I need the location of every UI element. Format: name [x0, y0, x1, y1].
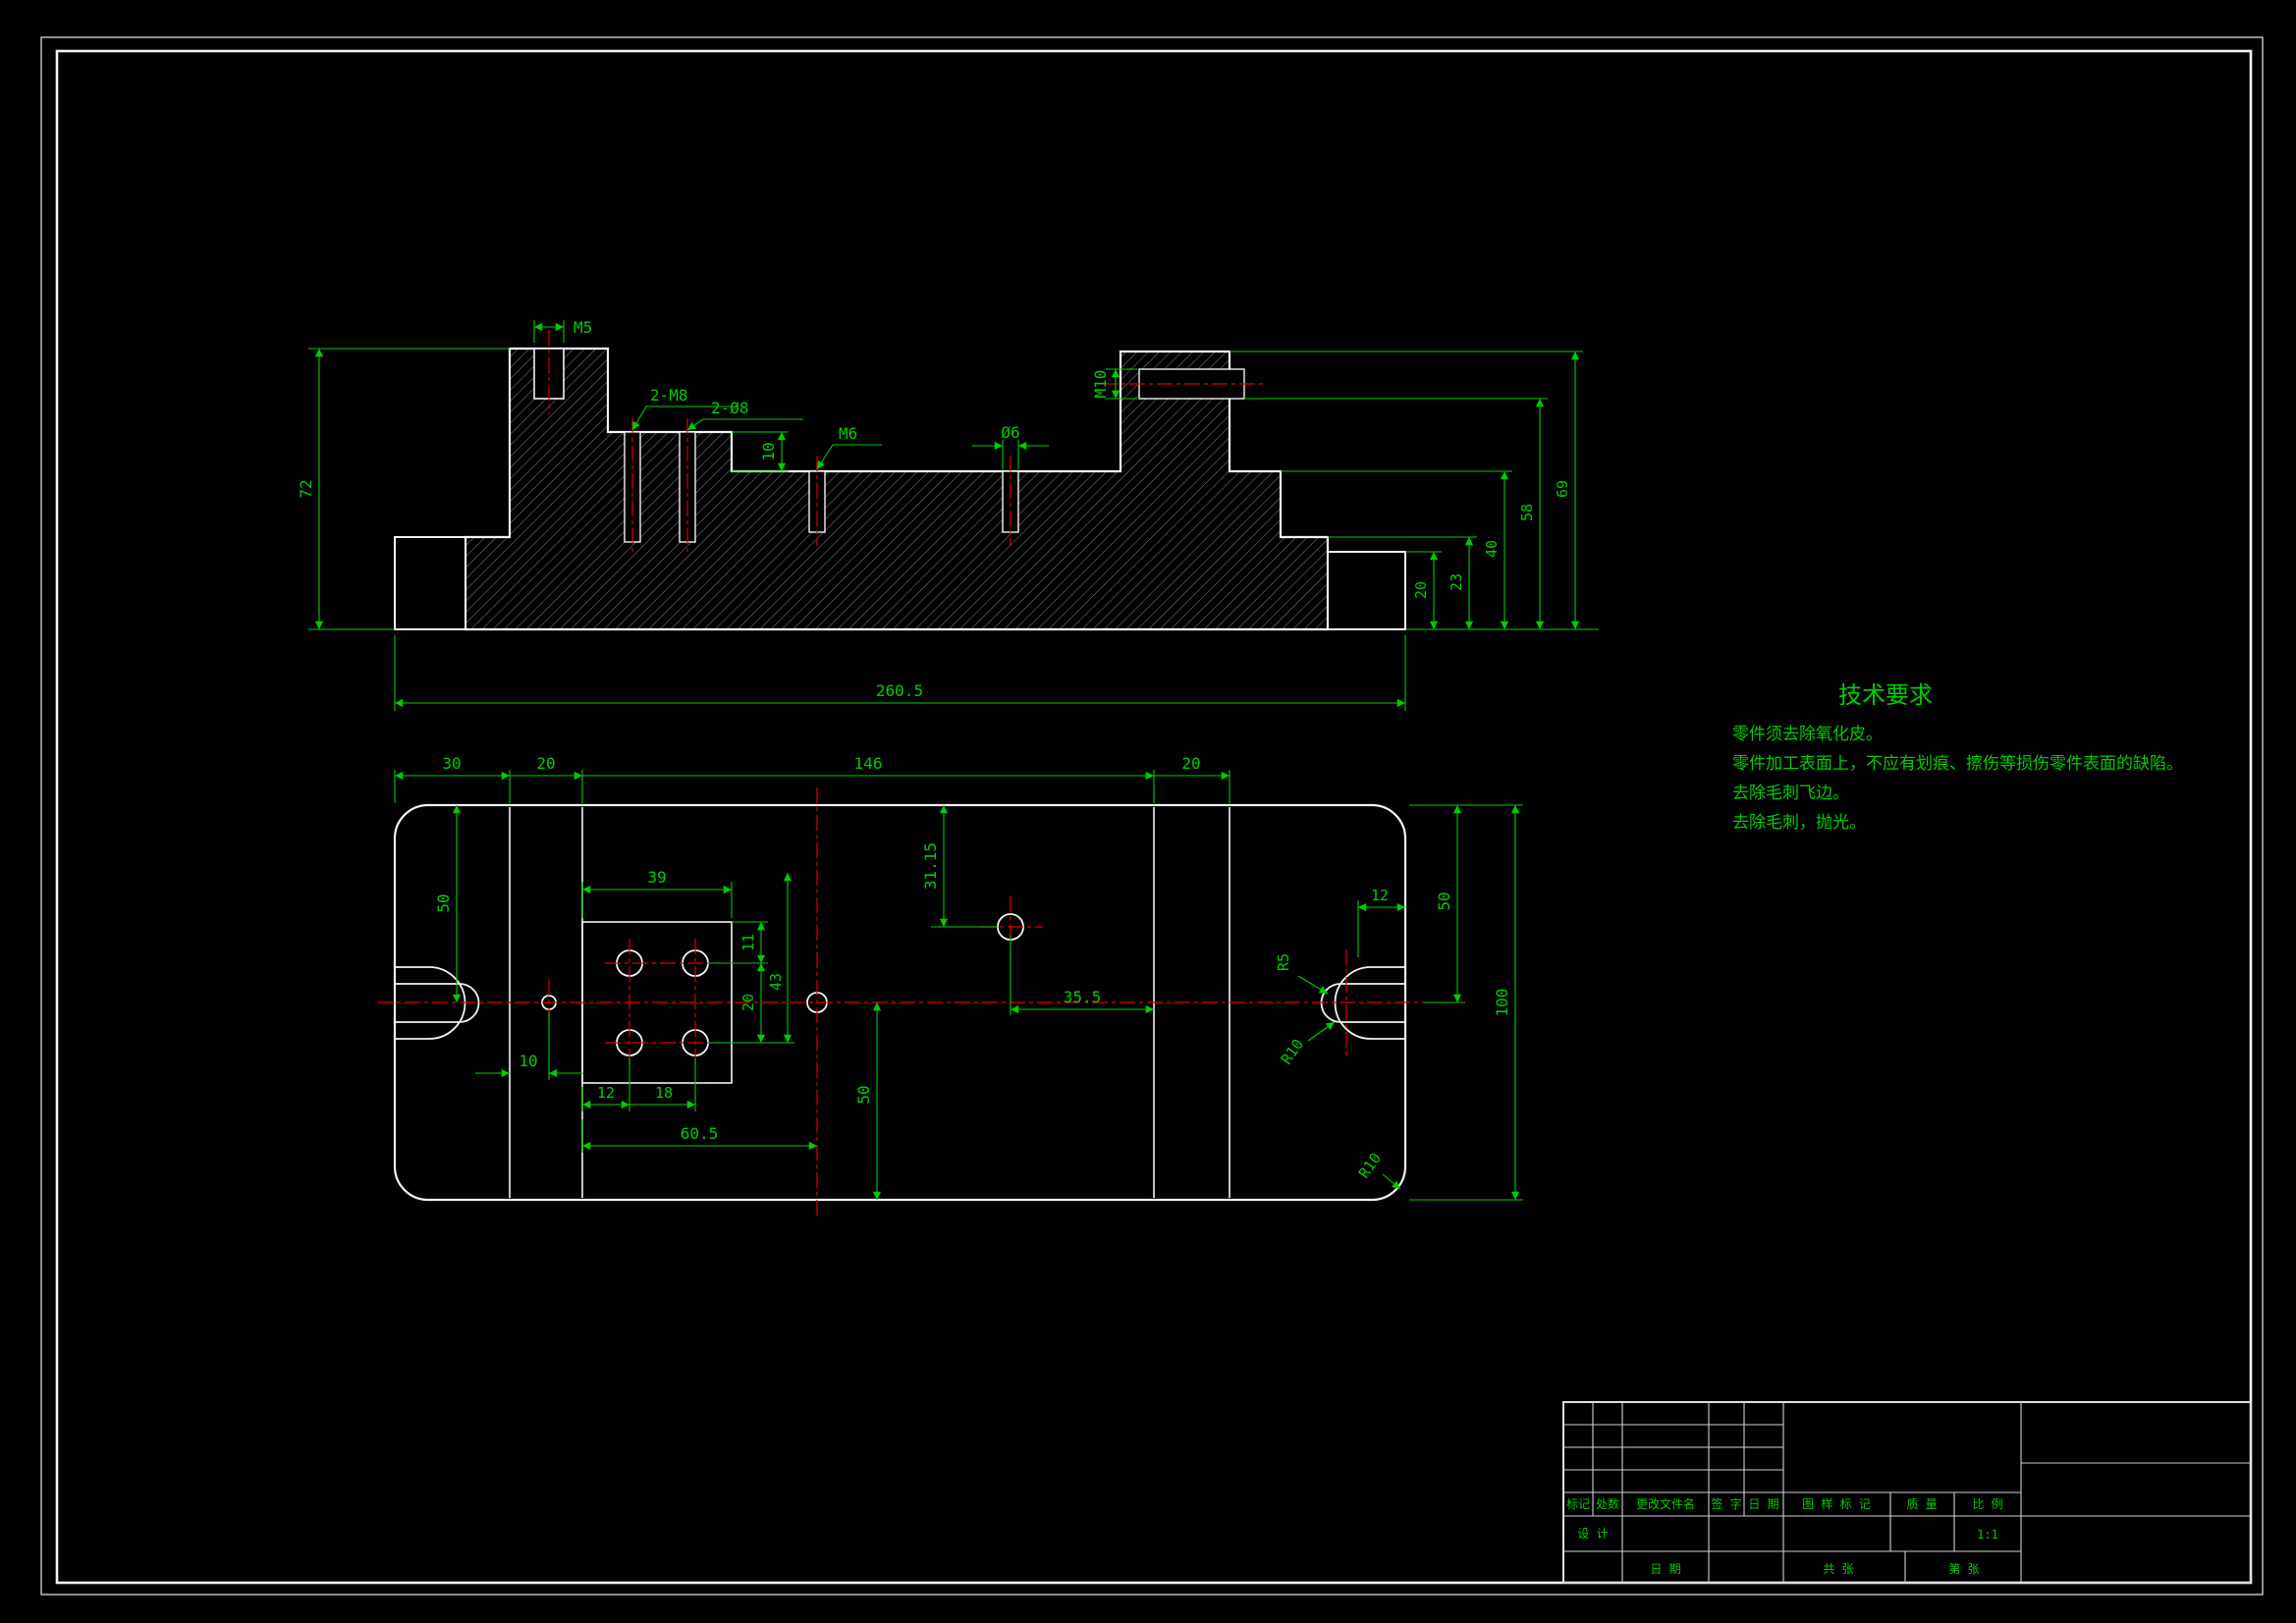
dim-top-chain: 30 20 146 20 [394, 754, 1230, 803]
dim-35-5: 35.5 [1010, 935, 1154, 1015]
dim-58-label: 58 [1518, 504, 1536, 521]
tb-scale-label: 比 例 [1972, 1497, 2002, 1511]
dim-20-top-left-label: 20 [536, 754, 555, 773]
section-right-end-block [1327, 551, 1406, 630]
dim-m5: M5 [533, 318, 592, 343]
dim-12-slot-label: 12 [1371, 887, 1389, 904]
plan-view: 30 20 146 20 50 39 31.15 11 [377, 754, 1523, 1217]
tb-drawing-mark-label: 图 样 标 记 [1802, 1496, 1871, 1511]
dim-39: 39 [581, 868, 733, 918]
dim-260-5: 260.5 [394, 635, 1406, 711]
tb-weight-label: 质 量 [1906, 1497, 1937, 1511]
dim-60-5: 60.5 [581, 1119, 817, 1153]
dim-m5-label: M5 [574, 318, 592, 337]
dim-20-top-right-label: 20 [1181, 754, 1200, 773]
tech-requirement-line: 去除毛刺飞边。 [1732, 784, 1849, 803]
dim-50-right: 50 [1409, 804, 1523, 1003]
tb-sheet-total-label: 共 张 [1823, 1562, 1853, 1576]
dim-31-15-label: 31.15 [921, 842, 940, 890]
dim-31-15: 31.15 [921, 805, 998, 928]
dim-100: 100 [1409, 805, 1523, 1201]
dim-39-label: 39 [647, 868, 666, 887]
tech-requirement-line: 去除毛刺，抛光。 [1732, 813, 1866, 833]
dim-hole-rows: 11 20 43 [708, 873, 794, 1044]
border-frame [40, 36, 2264, 1596]
dim-m6: M6 [816, 424, 882, 470]
dim-50-left-label: 50 [434, 893, 453, 912]
dim-11-label: 11 [739, 934, 757, 951]
tb-count-label: 处数 [1596, 1496, 1619, 1511]
dim-60-5-label: 60.5 [681, 1124, 719, 1143]
dim-10-plan: 10 [475, 1011, 583, 1080]
tb-sheet-number-label: 第 张 [1948, 1562, 1979, 1576]
tb-change-file-label: 更改文件名 [1636, 1496, 1695, 1511]
section-outline [464, 347, 1330, 631]
title-block: 标记 处数 更改文件名 签 字 日 期 设 计 日 期 图 样 标 记 质 量 … [1562, 1401, 2252, 1584]
dim-35-5-label: 35.5 [1064, 988, 1102, 1006]
dim-10-step: 10 [732, 431, 789, 472]
dim-18-label: 18 [655, 1084, 673, 1102]
tb-signature-label: 签 字 [1711, 1496, 1741, 1511]
section-centerlines [548, 330, 1267, 556]
t-slot-left-inner [395, 983, 480, 1023]
tb-design-label: 设 计 [1577, 1527, 1608, 1541]
section-left-end-block [394, 536, 466, 630]
dim-m10-label: M10 [1091, 370, 1110, 399]
dim-20-label: 20 [1412, 581, 1430, 599]
tb-scale-value: 1:1 [1977, 1528, 1998, 1542]
dim-2o8-label: 2-Ø8 [711, 399, 749, 417]
dim-43-label: 43 [767, 973, 785, 991]
dim-r5-label: R5 [1275, 953, 1292, 971]
dim-2o8: 2-Ø8 [686, 399, 803, 431]
dim-12-holes-label: 12 [597, 1084, 615, 1102]
section-view: 72 M5 2-M8 2-Ø8 10 M6 [297, 318, 1599, 711]
tb-mark-label: 标记 [1566, 1497, 1590, 1511]
dim-30-label: 30 [442, 754, 461, 773]
dim-100-label: 100 [1493, 989, 1511, 1017]
dim-m6-label: M6 [839, 424, 857, 443]
dim-72-label: 72 [297, 479, 315, 498]
dim-r10-corner-label: R10 [1355, 1150, 1385, 1182]
dim-50-bottom: 50 [854, 1002, 882, 1200]
dim-2m8: 2-M8 [631, 386, 737, 431]
dim-2m8-label: 2-M8 [650, 386, 688, 405]
dim-10-step-label: 10 [759, 442, 778, 460]
dim-12-slot: 12 [1357, 887, 1405, 957]
dim-20-holes-label: 20 [739, 994, 757, 1011]
dim-69-label: 69 [1554, 480, 1571, 498]
dim-right-heights: 20 23 40 58 69 [1230, 351, 1599, 630]
dim-72: 72 [297, 348, 510, 630]
dim-r10-slot-label: R10 [1278, 1036, 1307, 1068]
dim-12-18: 12 18 [581, 1058, 696, 1111]
tech-requirement-line: 零件加工表面上，不应有划痕、擦伤等损伤零件表面的缺陷。 [1732, 754, 2183, 774]
dim-50-right-label: 50 [1435, 892, 1453, 910]
dim-40-label: 40 [1483, 540, 1501, 558]
title-block-grid [1563, 1402, 2251, 1583]
dim-23-label: 23 [1448, 573, 1465, 591]
technical-requirements: 技术要求 零件须去除氧化皮。 零件加工表面上，不应有划痕、擦伤等损伤零件表面的缺… [1732, 681, 2183, 833]
dim-m10: M10 [1091, 368, 1137, 400]
plan-centerlines [377, 787, 1423, 1217]
dim-o6-label: Ø6 [1001, 423, 1019, 442]
dim-o6: Ø6 [972, 423, 1049, 469]
dim-50-left: 50 [434, 805, 462, 1002]
tech-requirements-title: 技术要求 [1838, 681, 1933, 709]
tech-requirement-line: 零件须去除氧化皮。 [1732, 725, 1883, 744]
tb-date-label: 日 期 [1748, 1497, 1778, 1511]
dim-10-plan-label: 10 [519, 1052, 537, 1070]
dim-260-5-label: 260.5 [876, 681, 923, 700]
dim-50-bottom-label: 50 [854, 1085, 873, 1104]
tb-date-bottom-label: 日 期 [1650, 1562, 1680, 1576]
dim-146-label: 146 [854, 754, 883, 773]
